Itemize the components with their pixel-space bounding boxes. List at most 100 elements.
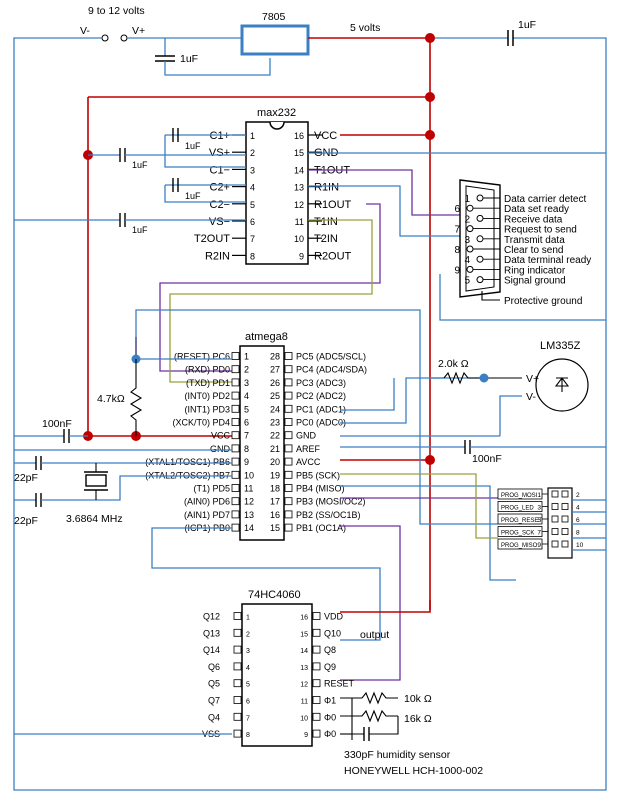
- atmega-pin-label: PB5 (SCK): [296, 470, 340, 480]
- db9-pin: [476, 255, 484, 263]
- counter-pin-label: Q12: [203, 612, 220, 622]
- ground-rail: [13, 37, 607, 791]
- db9-pin-number: 4: [464, 255, 470, 266]
- counter-pin-label: RESET: [324, 679, 355, 689]
- atmega-pin-number: 18: [270, 484, 280, 494]
- atmega-pin: [231, 391, 240, 400]
- counter-pin-number: 14: [300, 648, 308, 655]
- sensor-vplus-label: V+: [526, 373, 539, 385]
- atmega-pin: [231, 352, 240, 360]
- counter-pin: [233, 645, 242, 654]
- db9-shield-label: Protective ground: [504, 296, 582, 307]
- max232-body: [245, 121, 309, 265]
- atmega-pin-number: 4: [244, 391, 249, 401]
- max232-pin-label: VS+: [209, 147, 230, 159]
- sensor-title: LM335Z: [540, 340, 581, 352]
- atmega-pin-number: 2: [244, 365, 249, 375]
- max232-pin-number: 15: [294, 148, 304, 158]
- cap-c2-label: 1uF: [185, 191, 201, 201]
- counter-pin-number: 6: [246, 699, 250, 706]
- atmega-pin-label: PB4 (MISO): [296, 484, 345, 494]
- atmega-pin-number: 21: [270, 444, 280, 454]
- programming-header: PROG_MOSIPROG_LEDPROG_RESETPROG_SCKPROG_…: [497, 487, 606, 559]
- cap-vs-plus-label: 1uF: [132, 160, 148, 170]
- counter-pin-number: 4: [246, 665, 250, 672]
- db9-pin-label: Signal ground: [504, 276, 566, 287]
- atmega-pin: [231, 470, 240, 479]
- atmega-pin: [284, 444, 293, 453]
- atmega-pin-label: PB3 (MOSI/OC2): [296, 497, 366, 507]
- db9-pin-number: 9: [454, 265, 460, 276]
- prog-pin-number: 10: [576, 542, 584, 549]
- prog-pin-number: 4: [576, 505, 580, 512]
- db9-pin-label: Data terminal ready: [504, 255, 591, 266]
- counter-pin: [312, 628, 321, 637]
- db9-pin-label: Receive data: [504, 214, 563, 225]
- sensor-resistor-label: 2.0k Ω: [438, 358, 469, 370]
- atmega-pin-number: 7: [244, 431, 249, 441]
- r1-label: 10k Ω: [404, 693, 432, 705]
- atmega-pin-label: PC4 (ADC4/SDA): [296, 365, 367, 375]
- atmega-pin: [284, 391, 293, 400]
- counter-pin-number: 1: [246, 615, 250, 622]
- counter-pin-label: Φ0: [324, 712, 336, 722]
- atmega-pin-number: 15: [270, 523, 280, 533]
- counter-pin-number: 8: [246, 732, 250, 739]
- max232-pin-number: 5: [250, 200, 255, 210]
- counter-pin: [233, 712, 242, 721]
- atmega-pin: [231, 457, 240, 466]
- junction: [425, 33, 435, 43]
- counter-pin-label: Q8: [324, 645, 336, 655]
- counter-pin: [312, 712, 321, 721]
- atmega8-body: [239, 345, 285, 541]
- prog-pin: [551, 515, 559, 523]
- atmega-pin-label: PC1 (ADC1): [296, 404, 346, 414]
- counter-pin-number: 5: [246, 682, 250, 689]
- atmega-pin-number: 10: [244, 470, 254, 480]
- atmega-pin: [284, 523, 293, 532]
- counter-pin-label: Q7: [208, 696, 220, 706]
- atmega-pin-label: (TXD) PD1: [186, 378, 230, 388]
- prog-pin: [551, 490, 559, 498]
- prog-pin: [551, 528, 559, 535]
- max232-pin-label: C2+: [210, 182, 231, 194]
- atmega-pin-label: PC5 (ADC5/SCL): [296, 352, 366, 362]
- db9-pin-number: 5: [464, 276, 470, 287]
- junction: [425, 92, 435, 102]
- counter-pin: [312, 612, 321, 620]
- vminus-terminal: [101, 34, 109, 42]
- atmega-pin-label: (RESET) PC6: [174, 352, 230, 362]
- atmega-pin-label: AVCC: [296, 457, 321, 467]
- atmega-pin-number: 16: [270, 510, 280, 520]
- crystal: [85, 474, 107, 487]
- max232-pin-label: C1+: [210, 130, 231, 142]
- atmega-pin-number: 14: [244, 523, 254, 533]
- max232-pin-number: 2: [250, 148, 255, 158]
- atmega-pin-label: (XTAL2/TOSC2) PB7: [145, 470, 230, 480]
- atmega-pin-label: GND: [296, 431, 317, 441]
- max232-pin-number: 14: [294, 165, 304, 175]
- atmega-pin-number: 13: [244, 510, 254, 520]
- atmega-pin: [231, 404, 240, 413]
- atmega-pin-number: 23: [270, 418, 280, 428]
- atmega-pin-label: (T1) PD5: [193, 484, 230, 494]
- atmega-pin-label: (XCK/T0) PD4: [172, 418, 230, 428]
- atmega-pin-number: 26: [270, 378, 280, 388]
- atmega-pin-label: (INT0) PD2: [184, 391, 230, 401]
- prog-pin: [551, 540, 559, 548]
- counter-pin-label: VDD: [324, 612, 344, 622]
- counter-pin: [233, 729, 242, 738]
- prog-pin: [561, 515, 569, 523]
- db9-pin: [466, 225, 474, 233]
- counter-pin: [312, 662, 321, 671]
- vcc-cap-label: 100nF: [42, 418, 72, 430]
- counter-pin-label: Q10: [324, 628, 341, 638]
- cap-c1-label: 1uF: [185, 141, 201, 151]
- max232-pin-number: 10: [294, 234, 304, 244]
- humidity-sensor-label: 330pF humidity sensor: [344, 749, 451, 761]
- prog-pin: [561, 528, 569, 535]
- counter-body: [241, 603, 313, 747]
- prog-pin-number: 6: [576, 517, 580, 524]
- atmega-pin-number: 28: [270, 352, 280, 362]
- counter-pin: [233, 612, 242, 620]
